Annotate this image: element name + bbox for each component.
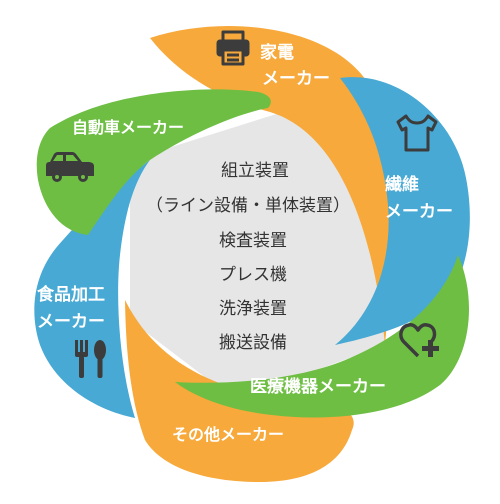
printer-icon xyxy=(216,30,250,66)
svg-text:自動車メーカー: 自動車メーカー xyxy=(72,118,184,137)
segment-textile xyxy=(335,77,470,345)
heart-plus-icon xyxy=(399,323,439,358)
car-icon xyxy=(46,152,94,182)
tshirt-icon xyxy=(396,114,438,152)
center-line: 検査装置 xyxy=(219,231,287,251)
segment-food xyxy=(34,160,150,418)
segment-home-appliance xyxy=(150,26,392,345)
center-list: 組立装置 （ライン設備・単体装置） 検査装置 プレス機 洗浄装置 搬送設備 xyxy=(146,161,350,353)
label-textile: 繊維 メーカー xyxy=(385,174,453,222)
cutlery-icon xyxy=(75,340,106,378)
center-line: 洗浄装置 xyxy=(219,299,287,319)
center-line: （ライン設備・単体装置） xyxy=(146,196,350,216)
center-area xyxy=(130,105,390,400)
label-medical: 医療機器メーカー xyxy=(250,376,386,397)
svg-text:医療機器メーカー: 医療機器メーカー xyxy=(250,376,386,397)
svg-text:その他メーカー: その他メーカー xyxy=(172,425,284,444)
center-line: プレス機 xyxy=(219,265,287,285)
svg-text:メーカー: メーカー xyxy=(385,202,453,222)
label-other: その他メーカー xyxy=(172,425,284,444)
label-food: 食品加工 メーカー xyxy=(37,284,105,332)
svg-text:メーカー: メーカー xyxy=(37,312,105,332)
svg-text:食品加工: 食品加工 xyxy=(37,284,105,305)
segment-automotive xyxy=(36,89,271,235)
svg-text:家電: 家電 xyxy=(260,42,294,63)
label-home-appliance: 家電 メーカー xyxy=(260,42,330,89)
center-line: 搬送設備 xyxy=(219,333,287,353)
segment-medical xyxy=(175,255,470,418)
svg-text:繊維: 繊維 xyxy=(385,174,419,195)
svg-text:メーカー: メーカー xyxy=(262,69,330,89)
label-automotive: 自動車メーカー xyxy=(72,118,184,137)
center-line: 組立装置 xyxy=(221,161,289,181)
